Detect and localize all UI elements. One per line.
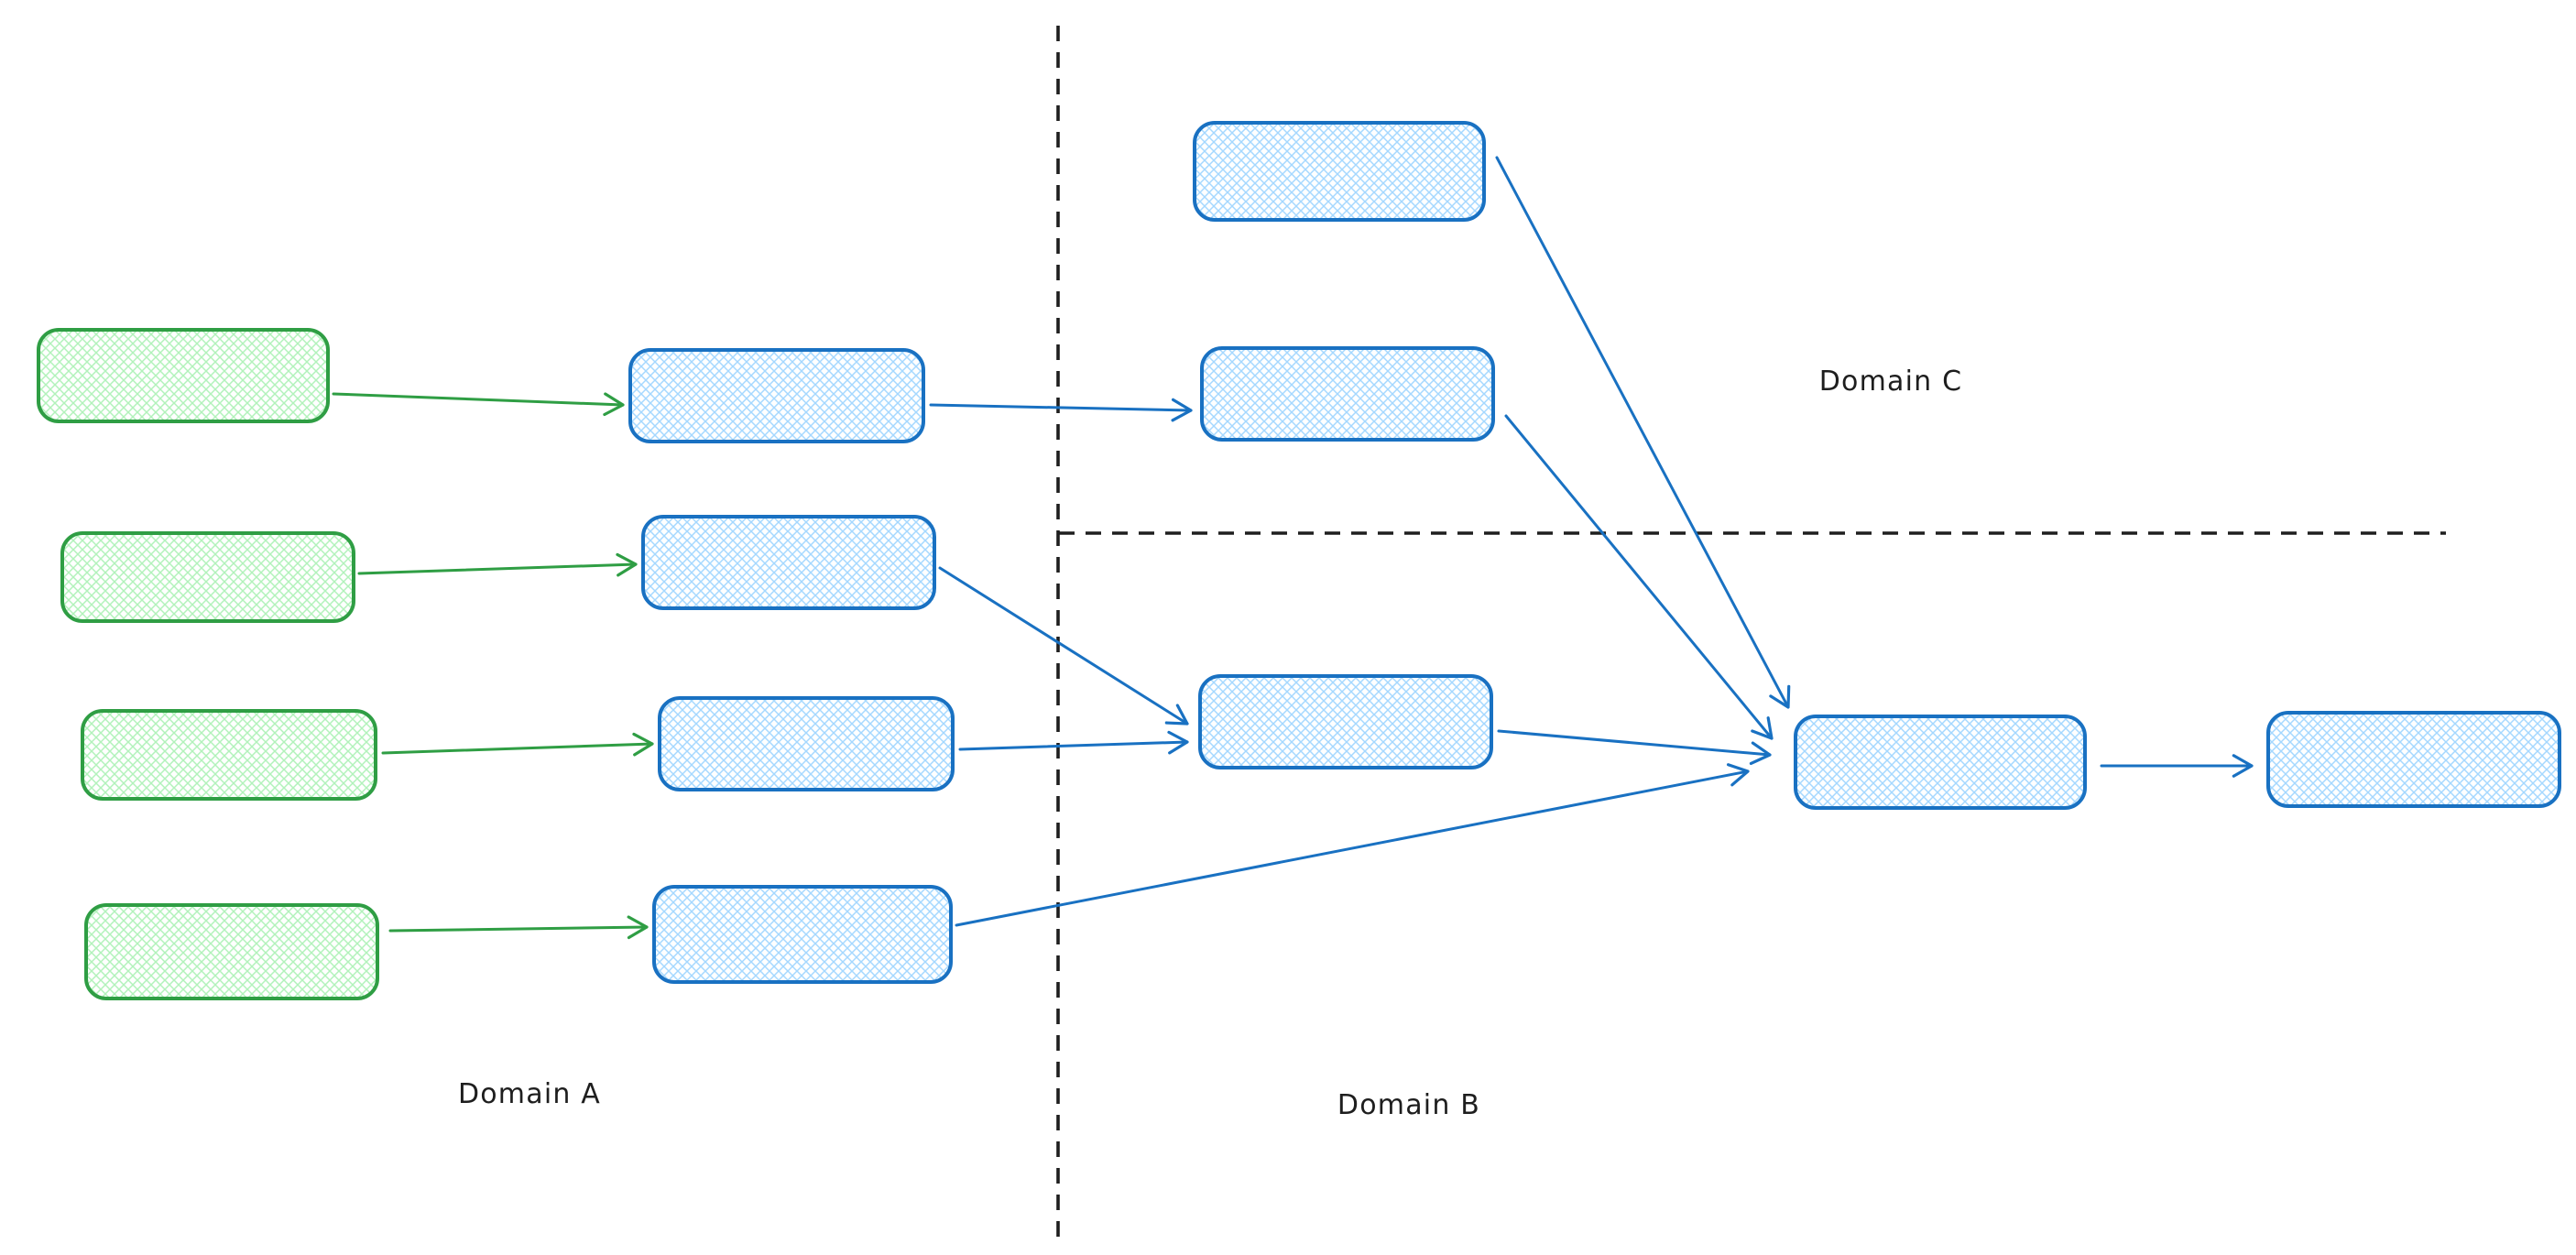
edge-g2-a2-arrow[interactable] — [357, 552, 638, 577]
label-domain-b: Domain B — [1337, 1089, 1480, 1121]
node-layer — [37, 121, 2561, 1000]
node-blue-b-top[interactable] — [1193, 121, 1486, 222]
node-blue-a3[interactable] — [658, 696, 955, 791]
node-blue-b-1[interactable] — [1200, 346, 1495, 442]
node-blue-a1[interactable] — [628, 348, 925, 443]
edge-a1-b1-arrow[interactable] — [929, 398, 1193, 422]
node-green-2[interactable] — [60, 531, 355, 623]
label-domain-c: Domain C — [1819, 366, 1963, 398]
node-blue-merge[interactable] — [1794, 715, 2087, 810]
edge-layer — [332, 156, 2254, 940]
node-blue-a4[interactable] — [652, 885, 953, 984]
edge-b2-merge-arrow[interactable] — [1497, 729, 1772, 766]
edge-a4-merge-arrow[interactable] — [955, 763, 1750, 927]
edge-a3-b2-arrow[interactable] — [958, 730, 1189, 755]
divider-layer — [1056, 26, 2446, 1246]
edge-btop-merge-arrow[interactable] — [1495, 156, 1791, 709]
edge-g3-a3-arrow[interactable] — [381, 732, 654, 757]
node-green-1[interactable] — [37, 328, 330, 423]
edge-b1-merge-arrow[interactable] — [1504, 414, 1774, 740]
label-layer: Domain A Domain B Domain C — [458, 366, 1963, 1121]
node-green-4[interactable] — [84, 903, 379, 1000]
node-blue-final[interactable] — [2266, 711, 2561, 808]
edge-g1-a1-arrow[interactable] — [332, 392, 625, 417]
node-blue-b-2[interactable] — [1198, 674, 1493, 769]
edge-a2-b2-arrow[interactable] — [938, 566, 1189, 726]
node-blue-a2[interactable] — [641, 515, 936, 610]
node-green-3[interactable] — [81, 709, 377, 801]
label-domain-a: Domain A — [458, 1078, 601, 1110]
edge-g4-a4-arrow[interactable] — [388, 915, 649, 940]
